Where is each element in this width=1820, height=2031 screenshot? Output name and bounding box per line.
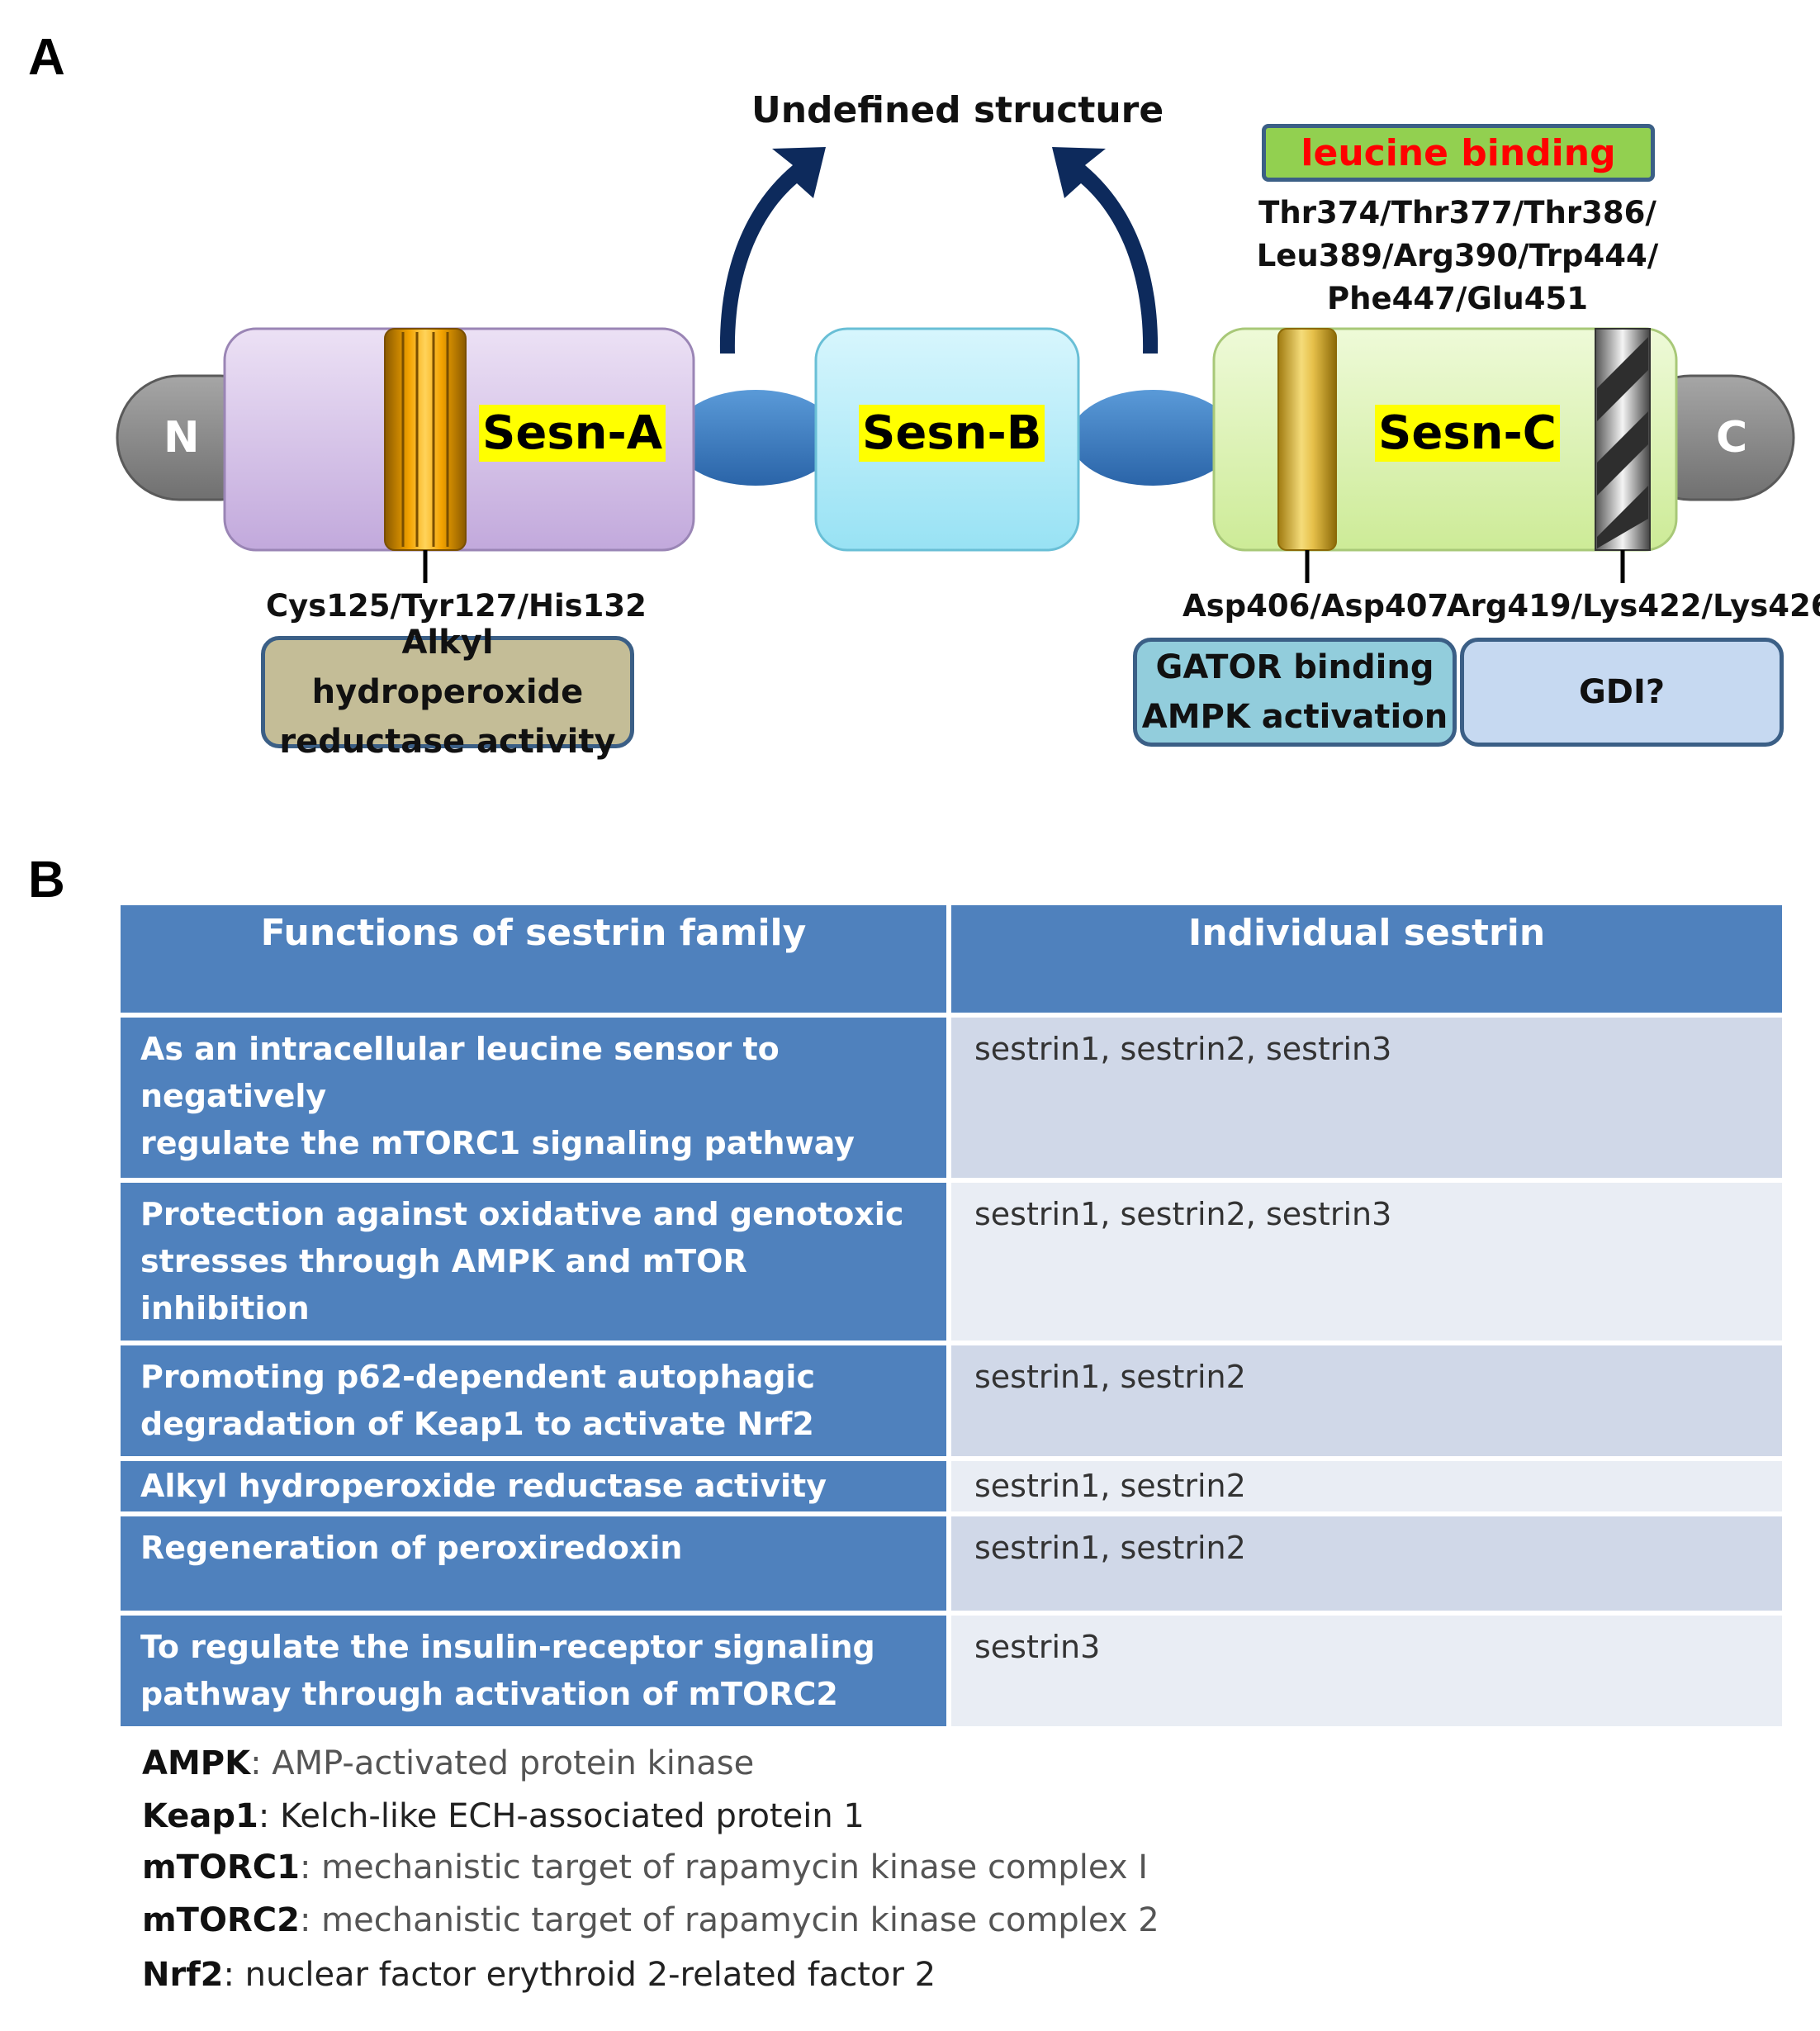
- asp-site-cylinder: [1277, 328, 1337, 551]
- legend-item: Keap1: Kelch-like ECH-associated protein…: [142, 1797, 865, 1835]
- panel-b-letter: B: [28, 852, 65, 909]
- leucine-residues: Thr374/Thr377/Thr386/ Leu389/Arg390/Trp4…: [1230, 192, 1685, 320]
- legend-definition: : mechanistic target of rapamycin kinase…: [299, 1848, 1148, 1886]
- legend-term: Keap1: [142, 1797, 258, 1835]
- arg-site-bar: [1595, 328, 1651, 551]
- n-terminus-label: N: [164, 413, 200, 463]
- leucine-residues-line-2: Leu389/Arg390/Trp444/: [1256, 238, 1659, 273]
- legend-definition: : AMP-activated protein kinase: [250, 1744, 755, 1782]
- cys-site-label: Cys125/Tyr127/His132: [266, 588, 647, 624]
- sestrin-cell: sestrin1, sestrin2: [951, 1461, 1782, 1511]
- legend-definition: : nuclear factor erythroid 2-related fac…: [223, 1956, 936, 1994]
- legend-term: mTORC1: [142, 1848, 300, 1886]
- function-cell: Promoting p62-dependent autophagic degrad…: [121, 1345, 951, 1456]
- sesn-a-label: Sesn-A: [479, 405, 666, 462]
- panel-a-letter: A: [28, 29, 65, 86]
- domain-diagram: [116, 147, 1795, 583]
- table-row: Regeneration of peroxiredoxin sestrin1, …: [121, 1516, 1782, 1611]
- left-arrow: [719, 147, 826, 354]
- sestrin-cell: sestrin3: [951, 1616, 1782, 1726]
- legend-item: mTORC2: mechanistic target of rapamycin …: [142, 1901, 1159, 1939]
- gator-ampk-line-2: AMPK activation: [1141, 698, 1448, 736]
- legend-item: Nrf2: nuclear factor erythroid 2-related…: [142, 1956, 936, 1994]
- arg-site-label: Arg419/Lys422/Lys426: [1447, 588, 1820, 624]
- table-row: Alkyl hydroperoxide reductase activity s…: [121, 1461, 1782, 1511]
- linker-bc: [1070, 390, 1235, 486]
- legend-item: mTORC1: mechanistic target of rapamycin …: [142, 1848, 1148, 1886]
- legend-term: AMPK: [142, 1744, 251, 1782]
- function-cell: Regeneration of peroxiredoxin: [121, 1516, 951, 1611]
- table-row: Promoting p62-dependent autophagic degrad…: [121, 1345, 1782, 1456]
- function-line: pathway through activation of mTORC2: [140, 1676, 838, 1712]
- function-line: Protection against oxidative and genotox…: [140, 1196, 904, 1232]
- alkyl-reductase-box: Alkyl hydroperoxide reductase activity: [261, 624, 634, 761]
- function-cell: To regulate the insulin-receptor signali…: [121, 1616, 951, 1726]
- header-individual: Individual sestrin: [951, 905, 1782, 1013]
- alkyl-reductase-line-2: reductase activity: [279, 723, 616, 761]
- gdi-label: GDI?: [1578, 673, 1666, 711]
- sestrin-cell: sestrin1, sestrin2, sestrin3: [951, 1183, 1782, 1341]
- gdi-box: GDI?: [1460, 638, 1784, 747]
- table-row: To regulate the insulin-receptor signali…: [121, 1616, 1782, 1726]
- asp-site-label: Asp406/Asp407: [1183, 588, 1449, 624]
- sesn-b-label: Sesn-B: [859, 405, 1045, 462]
- sesn-c-label: Sesn-C: [1375, 405, 1560, 462]
- leucine-residues-line-3: Phe447/Glu451: [1327, 281, 1588, 316]
- legend-definition: : Kelch-like ECH-associated protein 1: [258, 1797, 865, 1835]
- undefined-structure-label: Undefined structure: [751, 89, 1164, 131]
- function-line: Promoting p62-dependent autophagic: [140, 1359, 815, 1395]
- function-cell: As an intracellular leucine sensor to ne…: [121, 1018, 951, 1178]
- table-row: Protection against oxidative and genotox…: [121, 1183, 1782, 1341]
- sestrin-functions-table: Functions of sestrin family Individual s…: [121, 900, 1782, 1731]
- linker-ab: [673, 390, 838, 486]
- sestrin-cell: sestrin1, sestrin2: [951, 1516, 1782, 1611]
- function-line: To regulate the insulin-receptor signali…: [140, 1629, 875, 1665]
- legend-term: mTORC2: [142, 1901, 300, 1939]
- leucine-binding-label: leucine binding: [1301, 131, 1616, 174]
- alkyl-reductase-line-1: Alkyl hydroperoxide: [311, 624, 584, 711]
- right-arrow: [1052, 147, 1159, 354]
- table-row: As an intracellular leucine sensor to ne…: [121, 1018, 1782, 1178]
- function-line: regulate the mTORC1 signaling pathway: [140, 1125, 855, 1161]
- function-cell: Alkyl hydroperoxide reductase activity: [121, 1461, 951, 1511]
- leucine-residues-line-1: Thr374/Thr377/Thr386/: [1258, 195, 1656, 230]
- function-line: Regeneration of peroxiredoxin: [140, 1530, 683, 1566]
- sestrin-cell: sestrin1, sestrin2: [951, 1345, 1782, 1456]
- legend-definition: : mechanistic target of rapamycin kinase…: [299, 1901, 1159, 1939]
- table-header-row: Functions of sestrin family Individual s…: [121, 905, 1782, 1013]
- gator-ampk-box: GATOR binding AMPK activation: [1133, 638, 1457, 747]
- function-line: stresses through AMPK and mTOR inhibitio…: [140, 1243, 747, 1326]
- sestrin-cell: sestrin1, sestrin2, sestrin3: [951, 1018, 1782, 1178]
- header-functions: Functions of sestrin family: [121, 905, 951, 1013]
- c-terminus-label: C: [1716, 413, 1748, 463]
- function-cell: Protection against oxidative and genotox…: [121, 1183, 951, 1341]
- gator-ampk-line-1: GATOR binding: [1155, 648, 1434, 686]
- legend-term: Nrf2: [142, 1956, 224, 1994]
- cys-site-cylinder: [384, 328, 467, 551]
- leucine-binding-box: leucine binding: [1262, 124, 1655, 182]
- function-line: As an intracellular leucine sensor to ne…: [140, 1031, 780, 1114]
- legend-item: AMPK: AMP-activated protein kinase: [142, 1744, 754, 1782]
- function-line: Alkyl hydroperoxide reductase activity: [140, 1468, 827, 1504]
- function-line: degradation of Keap1 to activate Nrf2: [140, 1406, 814, 1442]
